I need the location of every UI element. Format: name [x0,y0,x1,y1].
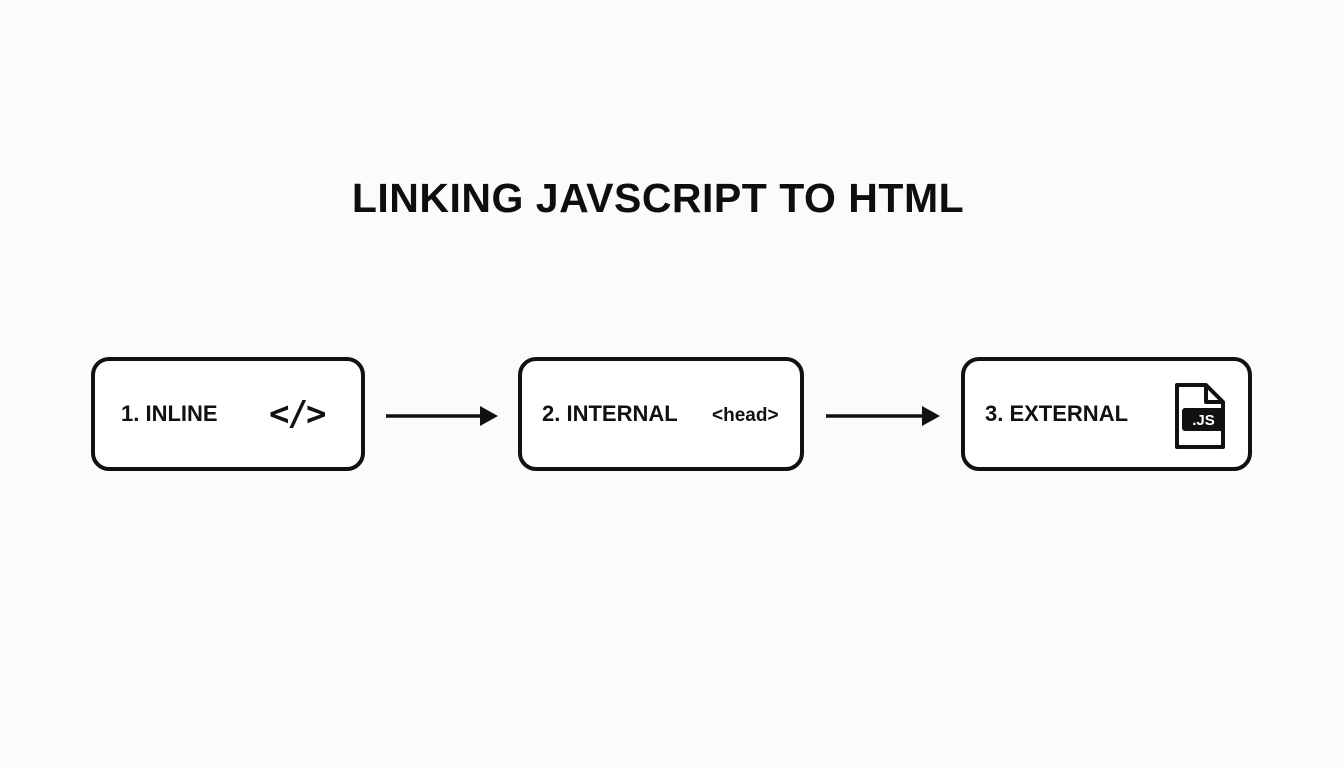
diagram-title: LINKING JAVSCRIPT TO HTML [351,175,965,221]
step-box-inline: 1. INLINE </> [91,357,365,471]
code-brackets-icon: </> [269,394,326,434]
step-box-internal: 2. INTERNAL <head> [518,357,804,471]
arrow-right-icon [826,406,940,426]
head-tag-label: <head> [712,405,779,426]
js-file-label: .JS [1192,412,1215,429]
js-file-icon: .JS [1175,383,1225,449]
step-box-external: 3. EXTERNAL .JS [961,357,1252,471]
step-label-internal: 2. INTERNAL [542,401,678,426]
arrow-right-icon [386,406,498,426]
step-label-external: 3. EXTERNAL [985,401,1129,426]
step-label-inline: 1. INLINE [121,401,218,426]
